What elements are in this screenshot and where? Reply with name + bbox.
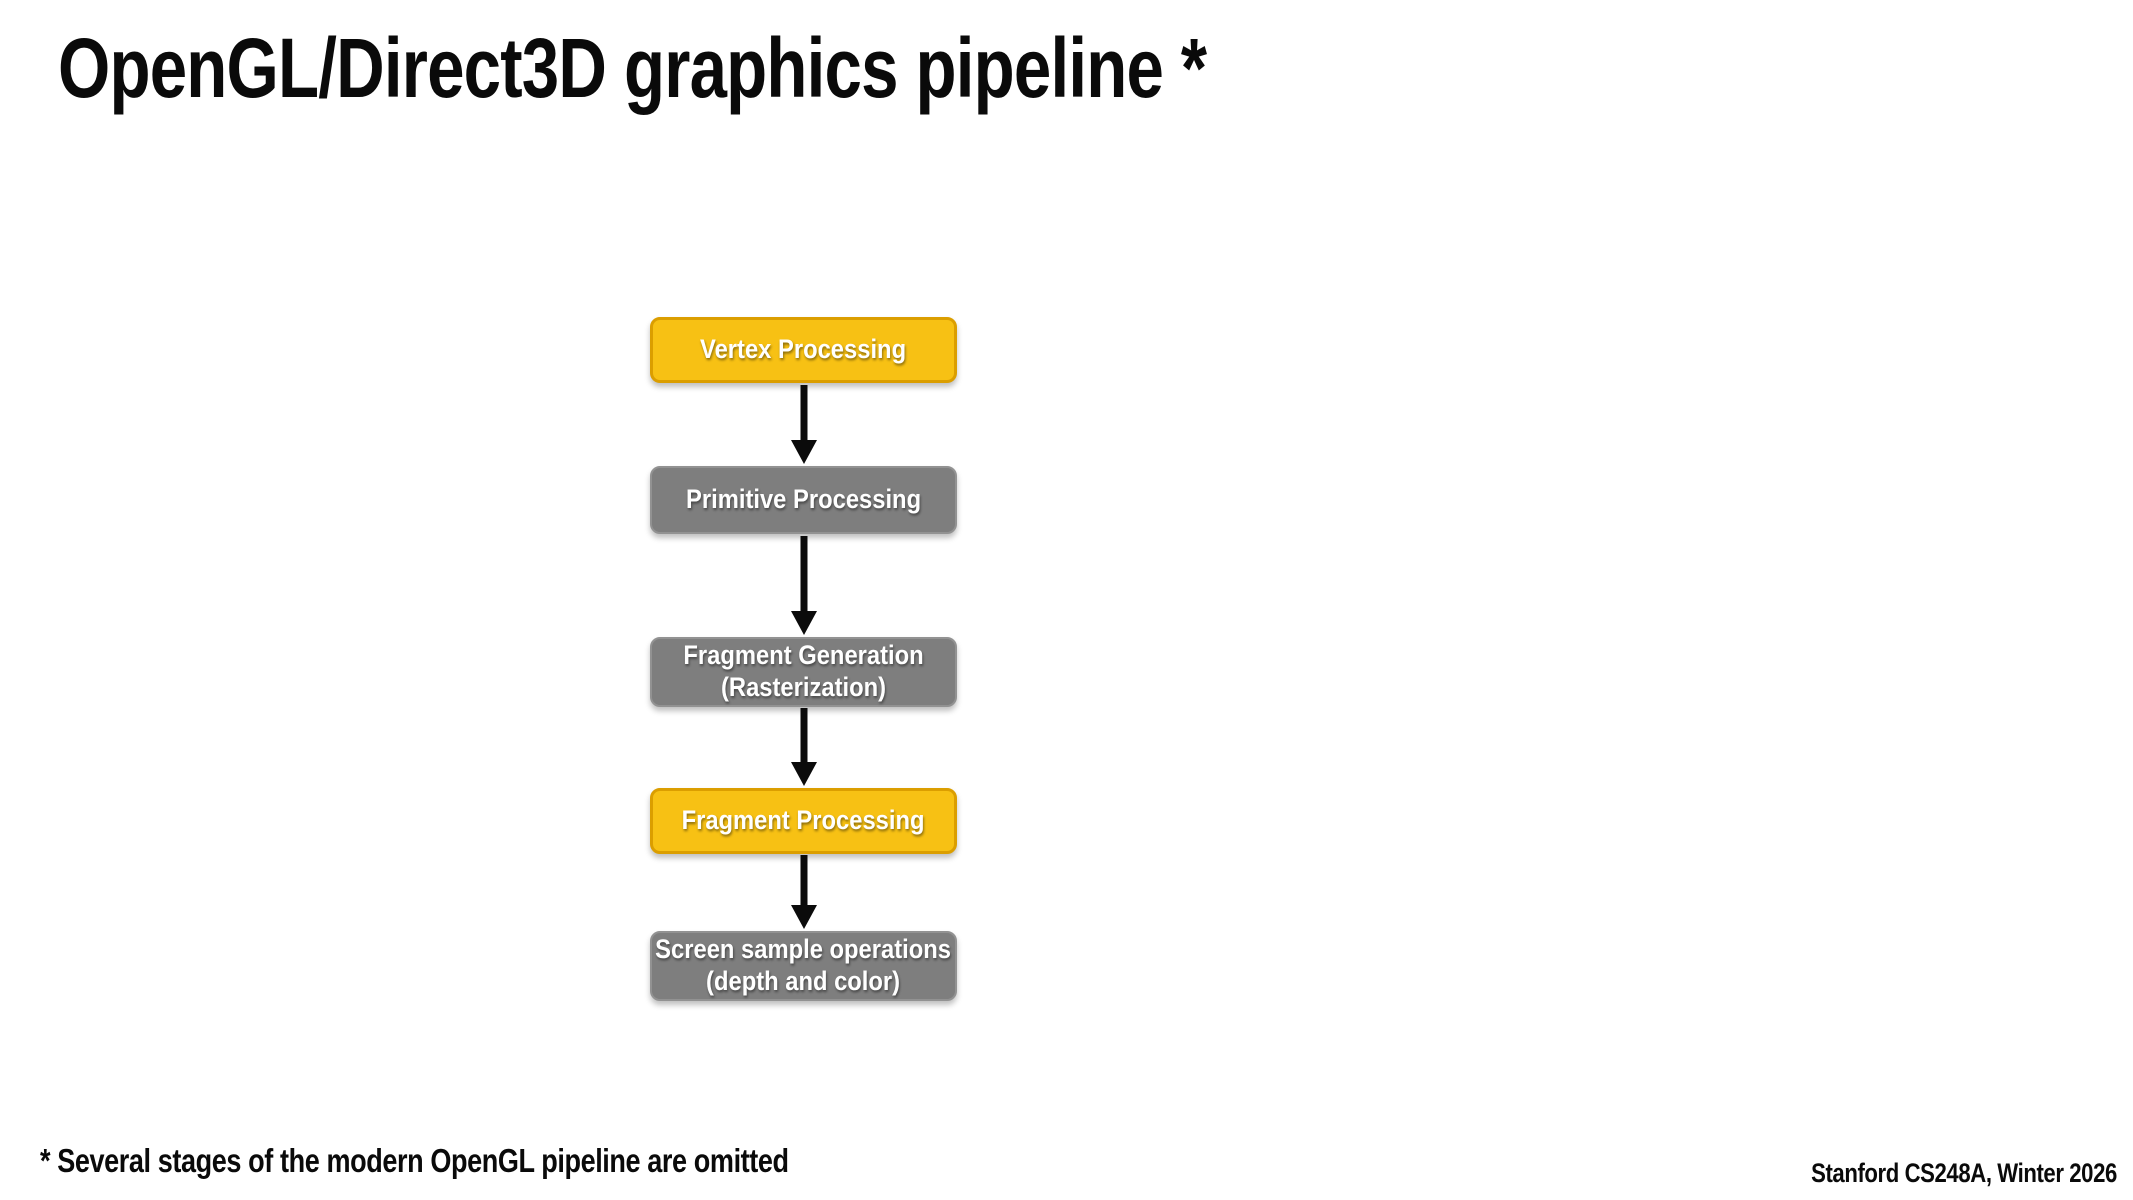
arrow-shaft (800, 385, 808, 440)
stage-label: Fragment Generation (Rasterization) (683, 640, 923, 704)
stage-label: Fragment Processing (682, 805, 925, 837)
arrow-head (791, 762, 817, 786)
arrow-head (791, 440, 817, 464)
pipeline-stage-primitive-processing: Primitive Processing (650, 466, 957, 534)
arrow-shaft (800, 536, 808, 611)
arrow-down-icon (791, 385, 817, 464)
arrow-head (791, 611, 817, 635)
arrow-shaft (800, 855, 808, 905)
pipeline-stage-screen-sample-operations: Screen sample operations (depth and colo… (650, 931, 957, 1001)
arrow-down-icon (791, 855, 817, 929)
stage-label-line: Screen sample operations (655, 934, 952, 965)
stage-label: Screen sample operations (depth and colo… (656, 934, 952, 998)
course-credit: Stanford CS248A, Winter 2026 (1811, 1158, 2117, 1188)
stage-label-line: (depth and color) (706, 966, 901, 996)
stage-label: Vertex Processing (700, 334, 906, 366)
arrow-down-icon (791, 536, 817, 635)
stage-label-line: Fragment Processing (682, 805, 925, 836)
pipeline-stage-fragment-generation: Fragment Generation (Rasterization) (650, 637, 957, 707)
pipeline-stage-vertex-processing: Vertex Processing (650, 317, 957, 383)
stage-label-line: Fragment Generation (683, 640, 924, 671)
arrow-shaft (800, 708, 808, 762)
footnote: * Several stages of the modern OpenGL pi… (40, 1142, 789, 1179)
pipeline-stage-fragment-processing: Fragment Processing (650, 788, 957, 854)
arrow-down-icon (791, 708, 817, 786)
stage-label-line: (Rasterization) (720, 672, 886, 702)
stage-label-line: Vertex Processing (700, 334, 907, 365)
page-title: OpenGL/Direct3D graphics pipeline * (58, 21, 1207, 115)
stage-label-line: Primitive Processing (685, 484, 922, 515)
arrow-head (791, 905, 817, 929)
stage-label: Primitive Processing (686, 484, 921, 516)
